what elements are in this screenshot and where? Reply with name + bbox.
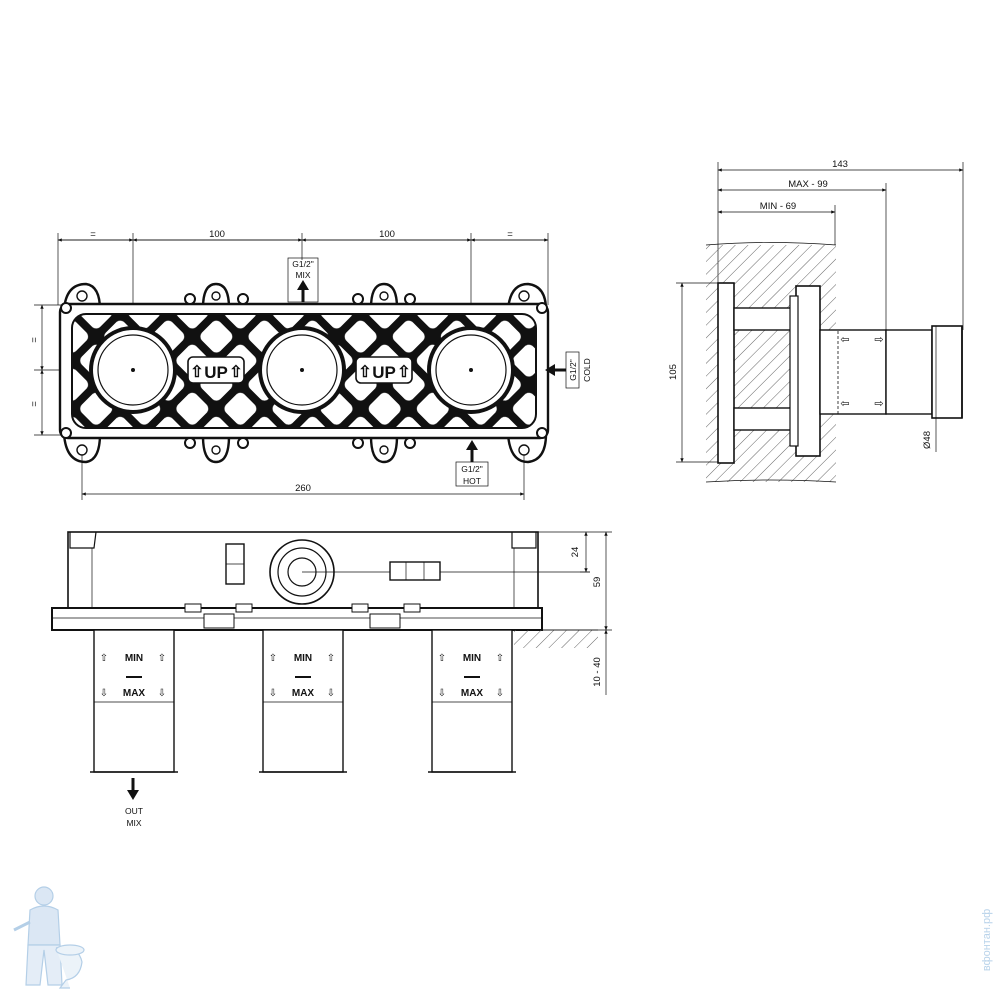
up-arrow-left-b-icon: ⇧ — [229, 364, 242, 381]
dim-overall-width: 260 — [295, 483, 311, 494]
sleeve-center: ⇧ MIN ⇧ ⇩ MAX ⇩ — [259, 629, 347, 773]
hot-port-label: HOT — [463, 476, 481, 486]
up-marker-right: ⇧ UP ⇧ — [355, 356, 413, 384]
dim-equal-left: = — [90, 229, 96, 240]
screw-heads — [60, 293, 548, 449]
arrow-up-icon — [297, 280, 309, 302]
bottom-view: 24 59 10 - 40 ⇧ MIN ⇧ ⇩ MAX ⇩ — [51, 531, 612, 828]
side-height-dimension: 105 — [668, 282, 718, 463]
up-marker-left-label: UP — [204, 363, 228, 382]
sleeve-max-label: MAX — [461, 688, 484, 699]
out-mix-callout: OUT MIX — [125, 778, 143, 828]
min-arrow-right-icon: ⇨ — [874, 334, 883, 346]
watermark-text: вфонтан.рф — [981, 909, 993, 971]
dim-min-depth: MIN - 69 — [760, 201, 796, 212]
dim-24: 24 — [570, 547, 581, 558]
sleeve-max-label: MAX — [123, 688, 146, 699]
up-arrow-right-a-icon: ⇧ — [358, 364, 371, 381]
arrow-left-icon — [545, 364, 566, 376]
front-view: = 100 100 = = = — [29, 229, 592, 500]
up-marker-left: ⇧ UP ⇧ — [187, 356, 245, 384]
dim-plate-height: 105 — [668, 364, 679, 380]
max-arrow-down-icon: ⇩ — [496, 688, 504, 699]
side-diameter-dimension: Ø48 — [922, 326, 937, 452]
sleeve-left: ⇧ MIN ⇧ ⇩ MAX ⇩ — [90, 629, 178, 773]
mix-port-label: MIX — [295, 270, 310, 280]
cold-inlet-callout: G1/2" COLD — [545, 351, 592, 389]
sleeve-min-label: MIN — [463, 653, 481, 664]
bottom-right-dimensions: 24 59 10 - 40 — [538, 531, 612, 695]
min-arrow-left-icon: ⇦ — [840, 334, 849, 346]
mix-thread-label: G1/2" — [292, 259, 313, 269]
max-arrow-left-icon: ⇦ — [840, 398, 849, 410]
max-arrow-down-icon: ⇩ — [327, 688, 335, 699]
min-arrow-up-icon: ⇧ — [327, 653, 335, 664]
sleeve-max-label: MAX — [292, 688, 315, 699]
up-arrow-left-a-icon: ⇧ — [190, 364, 203, 381]
min-arrow-up-icon: ⇧ — [269, 653, 277, 664]
cold-port-label: COLD — [582, 358, 592, 382]
arrow-up-hot-icon — [466, 440, 478, 462]
dim-spacing-left: 100 — [209, 229, 225, 240]
sleeve-min-label: MIN — [125, 653, 143, 664]
out-label: OUT — [125, 806, 143, 816]
dim-max-depth: MAX - 99 — [788, 179, 828, 190]
side-view: 143 MAX - 99 MIN - 69 ⇦ ⇨ ⇦ ⇨ — [668, 159, 964, 483]
dim-spacing-right: 100 — [379, 229, 395, 240]
out-mix-label: MIX — [126, 818, 141, 828]
dim-equal-vert-top: = — [29, 337, 40, 343]
min-arrow-up-icon: ⇧ — [438, 653, 446, 664]
dim-59: 59 — [592, 577, 603, 588]
mounting-lugs — [62, 282, 548, 464]
min-arrow-up-icon: ⇧ — [496, 653, 504, 664]
hot-inlet-callout: G1/2" HOT — [455, 440, 489, 487]
dim-outlet-diameter: Ø48 — [922, 431, 933, 449]
plumber-mascot-icon — [13, 886, 85, 989]
min-arrow-up-icon: ⇧ — [100, 653, 108, 664]
sleeve-min-label: MIN — [294, 653, 312, 664]
mix-outlet-callout: G1/2" MIX — [287, 257, 319, 303]
front-top-dimension: = 100 100 = — [57, 229, 549, 370]
max-arrow-down-icon: ⇩ — [269, 688, 277, 699]
hot-thread-label: G1/2" — [461, 464, 482, 474]
dim-equal-right: = — [507, 229, 513, 240]
up-marker-right-label: UP — [372, 363, 396, 382]
dim-total-depth: 143 — [832, 159, 848, 170]
up-arrow-right-b-icon: ⇧ — [397, 364, 410, 381]
dim-equal-vert-bottom: = — [29, 401, 40, 407]
dim-10-40: 10 - 40 — [592, 657, 603, 687]
cold-thread-label: G1/2" — [568, 359, 578, 380]
side-top-dimensions: 143 MAX - 99 MIN - 69 — [717, 159, 964, 330]
port-circles — [89, 326, 515, 414]
arrow-down-icon — [127, 778, 139, 800]
sleeve-right: ⇧ MIN ⇧ ⇩ MAX ⇩ — [428, 629, 516, 773]
max-arrow-down-icon: ⇩ — [100, 688, 108, 699]
front-bottom-dimension: 260 — [81, 455, 525, 500]
side-body: ⇦ ⇨ ⇦ ⇨ — [717, 282, 963, 464]
max-arrow-down-icon: ⇩ — [158, 688, 166, 699]
plate-bosses — [184, 603, 421, 629]
min-arrow-up-icon: ⇧ — [158, 653, 166, 664]
max-arrow-right-icon: ⇨ — [874, 398, 883, 410]
max-arrow-down-icon: ⇩ — [438, 688, 446, 699]
